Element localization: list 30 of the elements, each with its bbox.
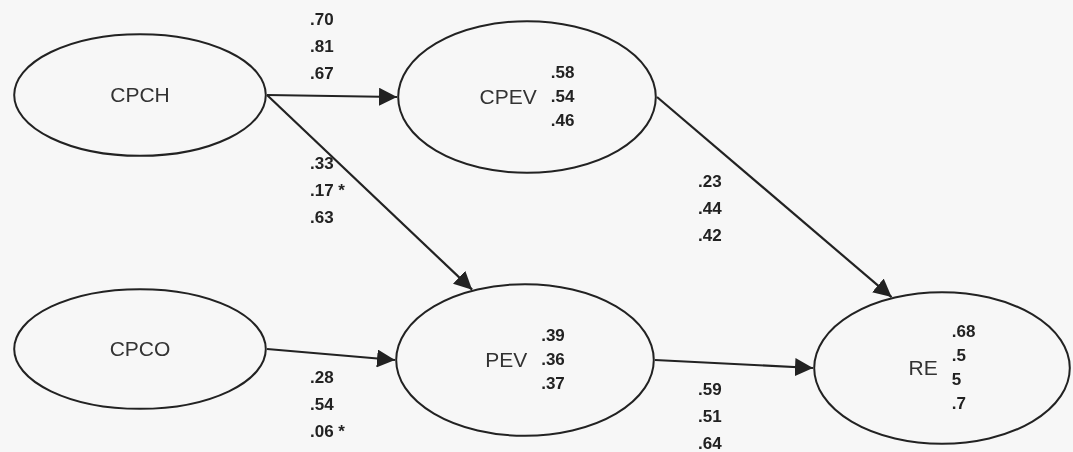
path-arrow <box>656 96 893 298</box>
variable-name: PEV <box>485 348 528 372</box>
path-arrow <box>267 87 397 106</box>
variable-name: RE <box>908 356 938 380</box>
coefficient-value: .39 <box>541 325 565 347</box>
path-arrow <box>654 358 814 377</box>
edge-label: .23 .44 .42 <box>698 171 723 247</box>
variable-name: CPEV <box>479 85 537 109</box>
coefficient-value: .36 <box>541 349 565 371</box>
path-arrow <box>266 347 396 368</box>
coefficient-value: 5 <box>951 369 963 391</box>
coefficient-value: .37 <box>541 373 565 395</box>
edge-label: .59 .51 .64 <box>698 379 723 452</box>
variable-name: CPCH <box>110 83 170 107</box>
latent-variable-ellipse <box>13 288 267 410</box>
latent-variable-ellipse <box>397 20 657 174</box>
coefficient-value: .7 <box>951 393 967 415</box>
edge-label: .28 .54 .06 * <box>310 367 346 443</box>
coefficient-value: .46 <box>550 110 575 132</box>
latent-variable-ellipse <box>13 33 267 157</box>
latent-variable-ellipse <box>395 283 655 437</box>
edge-label: .70 .81 .67 <box>310 9 335 85</box>
edge-label: .33 .17 * .63 <box>310 153 346 229</box>
variable-name: CPCO <box>109 337 171 361</box>
latent-variable-ellipse <box>813 291 1071 445</box>
path-arrow <box>266 94 473 291</box>
coefficient-value: .58 <box>550 62 575 84</box>
coefficient-value: .68 <box>951 321 976 343</box>
coefficient-value: .5 <box>951 345 967 367</box>
coefficient-value: .54 <box>550 86 575 108</box>
